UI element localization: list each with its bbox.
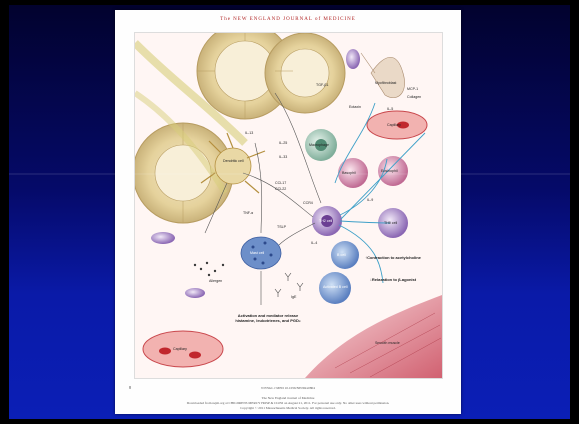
label-tslp: TSLP bbox=[277, 225, 286, 229]
label-il33: IL-33 bbox=[279, 155, 287, 159]
label-il25: IL-25 bbox=[279, 141, 287, 145]
footer-line-3: Copyright © 2011 Massachusetts Medical S… bbox=[115, 406, 461, 411]
label-dendritic-cell: Dendritic cell bbox=[223, 159, 244, 163]
label-activated-b-cell: Activated B cell bbox=[323, 285, 348, 289]
label-ige: IgE bbox=[291, 295, 296, 299]
label-relaxation: ↓Relaxation to β-agonist bbox=[363, 277, 423, 282]
label-activation: Activation and mediator release histamin… bbox=[229, 313, 307, 323]
label-mast-cell: Mast cell bbox=[250, 251, 264, 255]
label-il13: IL-13 bbox=[245, 131, 253, 135]
label-capillary-top: Capillary bbox=[387, 123, 401, 127]
footer-line-1: The New England Journal of Medicine bbox=[115, 396, 461, 401]
label-tnf-a: TNF-α bbox=[243, 211, 253, 215]
label-myofibroblast: Myofibroblast bbox=[375, 81, 396, 85]
label-eosinophil: Eosinophil bbox=[381, 169, 398, 173]
label-macrophage: Macrophage bbox=[309, 143, 329, 147]
label-tgf-b1: TGF-β1 bbox=[316, 83, 328, 87]
doi-line: N ENGL J MED 10.1056/NEJMra0804 bbox=[115, 386, 461, 391]
label-ccr4: CCR4 bbox=[303, 201, 313, 205]
label-contraction: ↑Contraction to acetylcholine bbox=[363, 255, 423, 260]
asthma-pathway-figure: TGF-β1 Myofibroblast MCP-1 Collagen IL-5… bbox=[134, 32, 443, 379]
presentation-slide: The NEW ENGLAND JOURNAL of MEDICINE bbox=[9, 5, 570, 419]
label-il5: IL-5 bbox=[387, 107, 393, 111]
label-mcp1: MCP-1 bbox=[407, 87, 418, 91]
label-ccl22: CCL22 bbox=[275, 187, 286, 191]
label-basophil: Basophil bbox=[342, 171, 356, 175]
journal-page: The NEW ENGLAND JOURNAL of MEDICINE bbox=[115, 10, 461, 414]
label-ccl17: CCL17 bbox=[275, 181, 286, 185]
label-capillary-bottom: Capillary bbox=[173, 347, 187, 351]
label-il9: IL-9 bbox=[367, 198, 373, 202]
journal-header: The NEW ENGLAND JOURNAL of MEDICINE bbox=[115, 17, 461, 22]
label-th9-cell: TH9 cell bbox=[384, 221, 397, 225]
label-allergen: Allergen bbox=[209, 279, 222, 283]
label-collagen: Collagen bbox=[407, 95, 421, 99]
label-b-cell: B cell bbox=[337, 253, 346, 257]
footer-line-2: Downloaded from nejm.org at CHILDRENS ME… bbox=[115, 401, 461, 406]
label-th2-cell: TH2 cell bbox=[319, 219, 332, 223]
label-eotaxin: Eotaxin bbox=[349, 105, 361, 109]
label-il4: IL-4 bbox=[311, 241, 317, 245]
label-smooth-muscle: Smooth muscle bbox=[375, 341, 400, 345]
